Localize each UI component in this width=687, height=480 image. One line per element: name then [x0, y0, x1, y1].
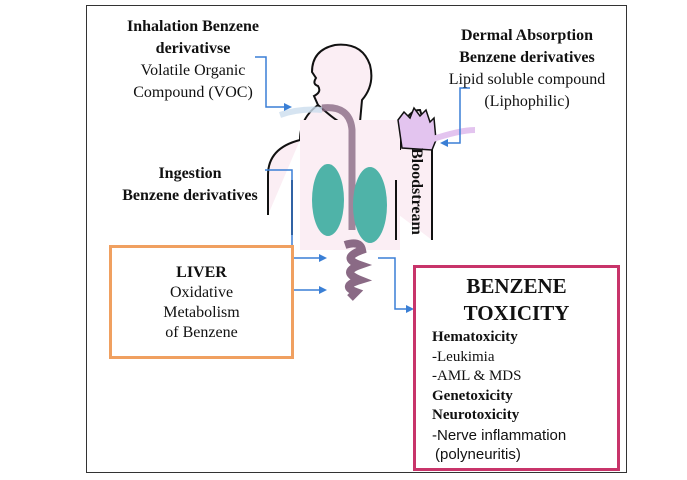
- diagram-frame: [86, 5, 627, 473]
- toxicity-title: BENZENE: [466, 274, 567, 298]
- inhalation-title: Inhalation Benzene: [126, 18, 259, 35]
- liver-line: of Benzene: [165, 324, 238, 341]
- inhalation-title-2: derivativse: [155, 40, 231, 57]
- lung-left: [312, 164, 344, 236]
- trachea: [321, 104, 356, 230]
- inhalation-desc-1: Volatile Organic: [140, 62, 246, 79]
- toxicity-item: Hematoxicity: [432, 329, 518, 345]
- hand: [397, 106, 437, 151]
- toxicity-item: -AML & MDS: [432, 368, 522, 384]
- liver-line: Oxidative: [169, 284, 234, 301]
- liver-line: Metabolism: [163, 304, 240, 321]
- inhalation-desc-2: Compound (VOC): [133, 84, 253, 101]
- ingestion-label: Ingestion Benzene derivatives: [110, 163, 270, 207]
- dermal-label: Dermal Absorption Benzene derivatives Li…: [432, 25, 622, 113]
- toxicity-item: Genetoxicity: [432, 387, 513, 404]
- liver-title: LIVER: [176, 264, 227, 281]
- arrows: [255, 56, 470, 310]
- liver-box: LIVER Oxidative Metabolism of Benzene: [109, 245, 294, 359]
- ingestion-title: Ingestion: [158, 165, 222, 182]
- toxicity-item: -Leukimia: [432, 348, 495, 365]
- intestine: [343, 239, 373, 301]
- dermal-title-2: Benzene derivatives: [459, 49, 595, 66]
- toxicity-box: BENZENE TOXICITY Hematoxicity -Leukimia …: [413, 265, 620, 471]
- dermal-desc-2: (Liphophilic): [484, 93, 570, 110]
- ingestion-title-2: Benzene derivatives: [122, 187, 258, 204]
- inhalation-label: Inhalation Benzene derivativse Volatile …: [108, 16, 278, 104]
- bloodstream-label: Bloodstream: [408, 148, 425, 235]
- arrowheads: [284, 103, 448, 313]
- dermal-desc-1: Lipid soluble compound: [448, 71, 606, 88]
- toxicity-item: (polyneuritis): [435, 446, 521, 463]
- toxicity-item: -Nerve inflammation: [432, 426, 567, 444]
- toxicity-item: Neurotoxicity: [432, 407, 520, 423]
- dermal-title: Dermal Absorption: [461, 27, 593, 44]
- toxicity-title-2: TOXICITY: [463, 301, 570, 325]
- lung-right: [353, 167, 387, 243]
